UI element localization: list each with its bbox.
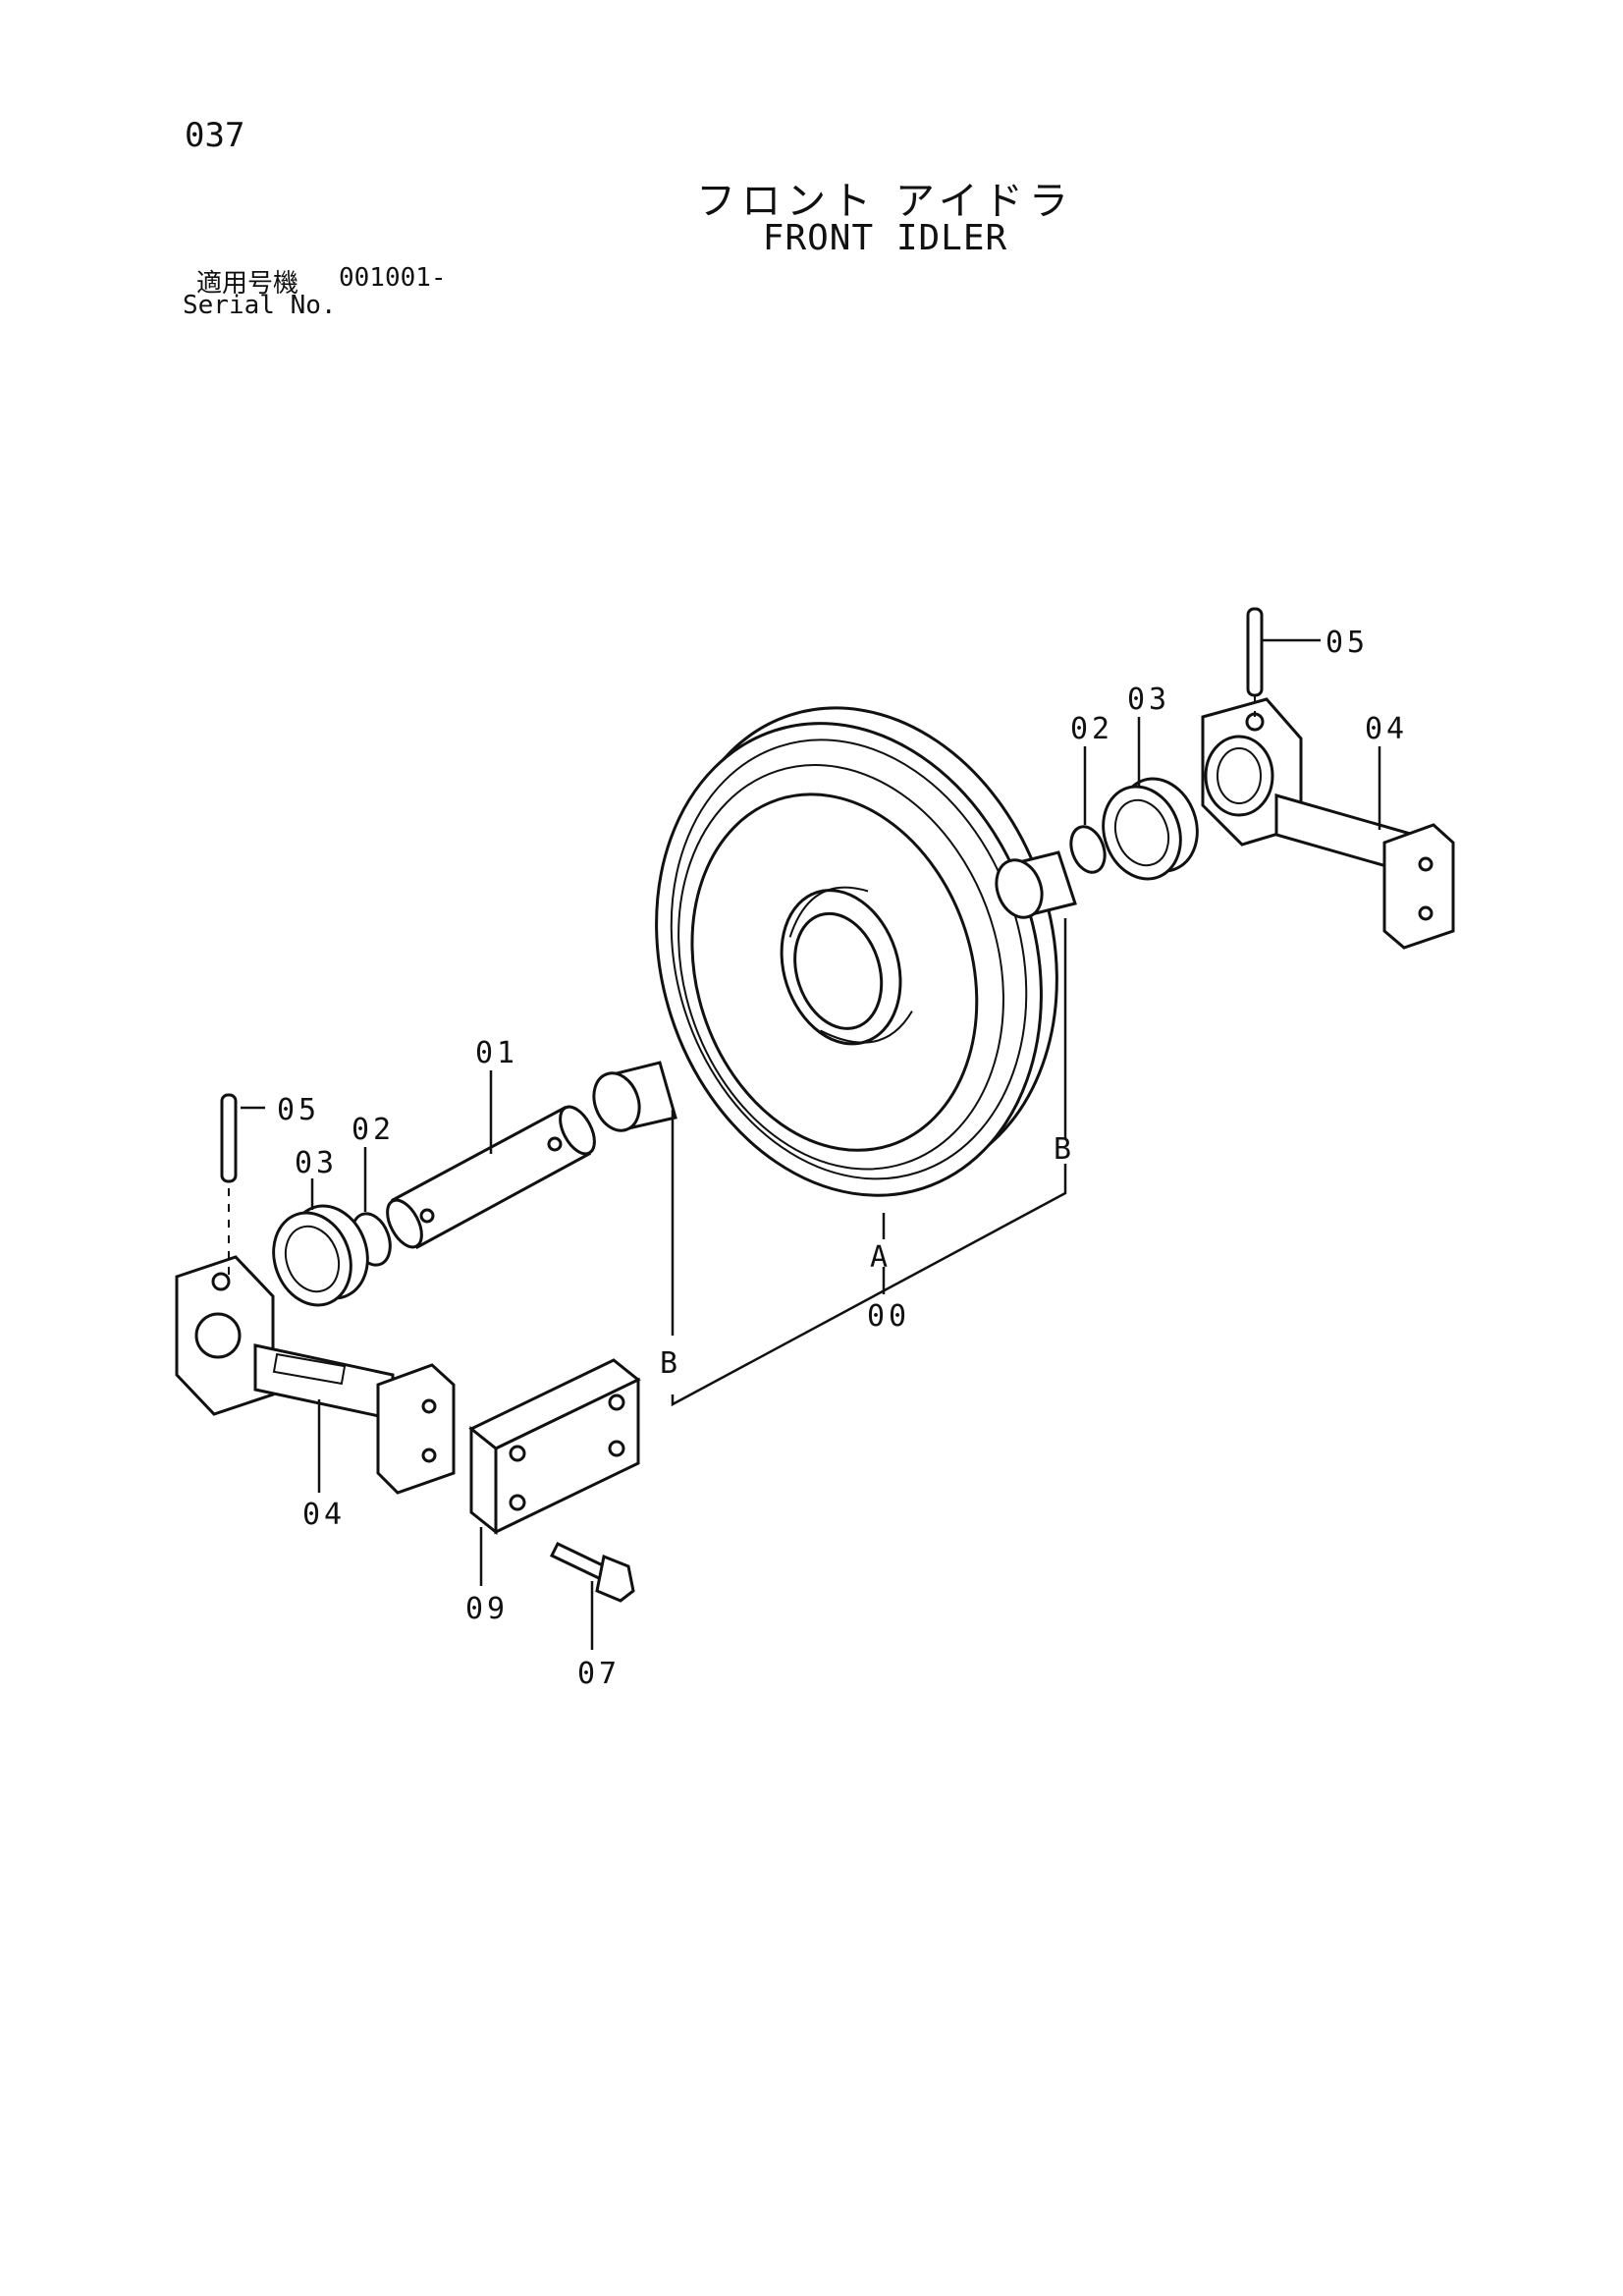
callout-05-left: 05 — [277, 1093, 320, 1127]
o-ring-right[interactable] — [1065, 822, 1110, 877]
reference-b-right: B — [1054, 1132, 1075, 1167]
pin-right[interactable] — [1246, 607, 1264, 717]
idler-wheel[interactable] — [594, 657, 1119, 1245]
callout-02-left: 02 — [352, 1113, 395, 1147]
pin-left[interactable] — [220, 1093, 238, 1277]
reference-b-left: B — [660, 1346, 681, 1381]
seal-right[interactable] — [1091, 768, 1210, 890]
callout-04-right: 04 — [1365, 712, 1408, 746]
callout-02-right: 02 — [1070, 712, 1113, 746]
callout-09: 09 — [465, 1592, 509, 1626]
callout-03-right: 03 — [1127, 683, 1170, 717]
bearing-housing-right[interactable] — [1201, 697, 1455, 950]
reference-a: A — [870, 1240, 892, 1275]
bolt[interactable] — [549, 1542, 635, 1603]
serial-label-japanese: 適用号機 — [196, 269, 299, 299]
callout-00: 00 — [867, 1299, 910, 1334]
callout-01: 01 — [475, 1036, 518, 1070]
callout-05-right: 05 — [1325, 626, 1369, 660]
serial-label: Serial No. — [183, 291, 337, 320]
bearing-housing-left[interactable] — [175, 1255, 456, 1495]
leader-lines — [241, 638, 1381, 1650]
idler-shaft[interactable] — [380, 1101, 601, 1252]
page-title: FRONT IDLER — [762, 218, 1008, 258]
serial-range: 001001- — [339, 263, 447, 293]
callout-07: 07 — [577, 1657, 621, 1691]
bushing-left[interactable] — [586, 1061, 677, 1137]
bushing-right[interactable] — [989, 850, 1077, 924]
page-title-japanese: フロント アイドラ — [696, 179, 1074, 224]
callout-04-left: 04 — [302, 1498, 346, 1532]
callout-03-left: 03 — [295, 1146, 338, 1180]
page-number: 037 — [185, 116, 245, 155]
seal-left[interactable] — [261, 1195, 380, 1316]
cover-plate[interactable] — [468, 1358, 641, 1536]
